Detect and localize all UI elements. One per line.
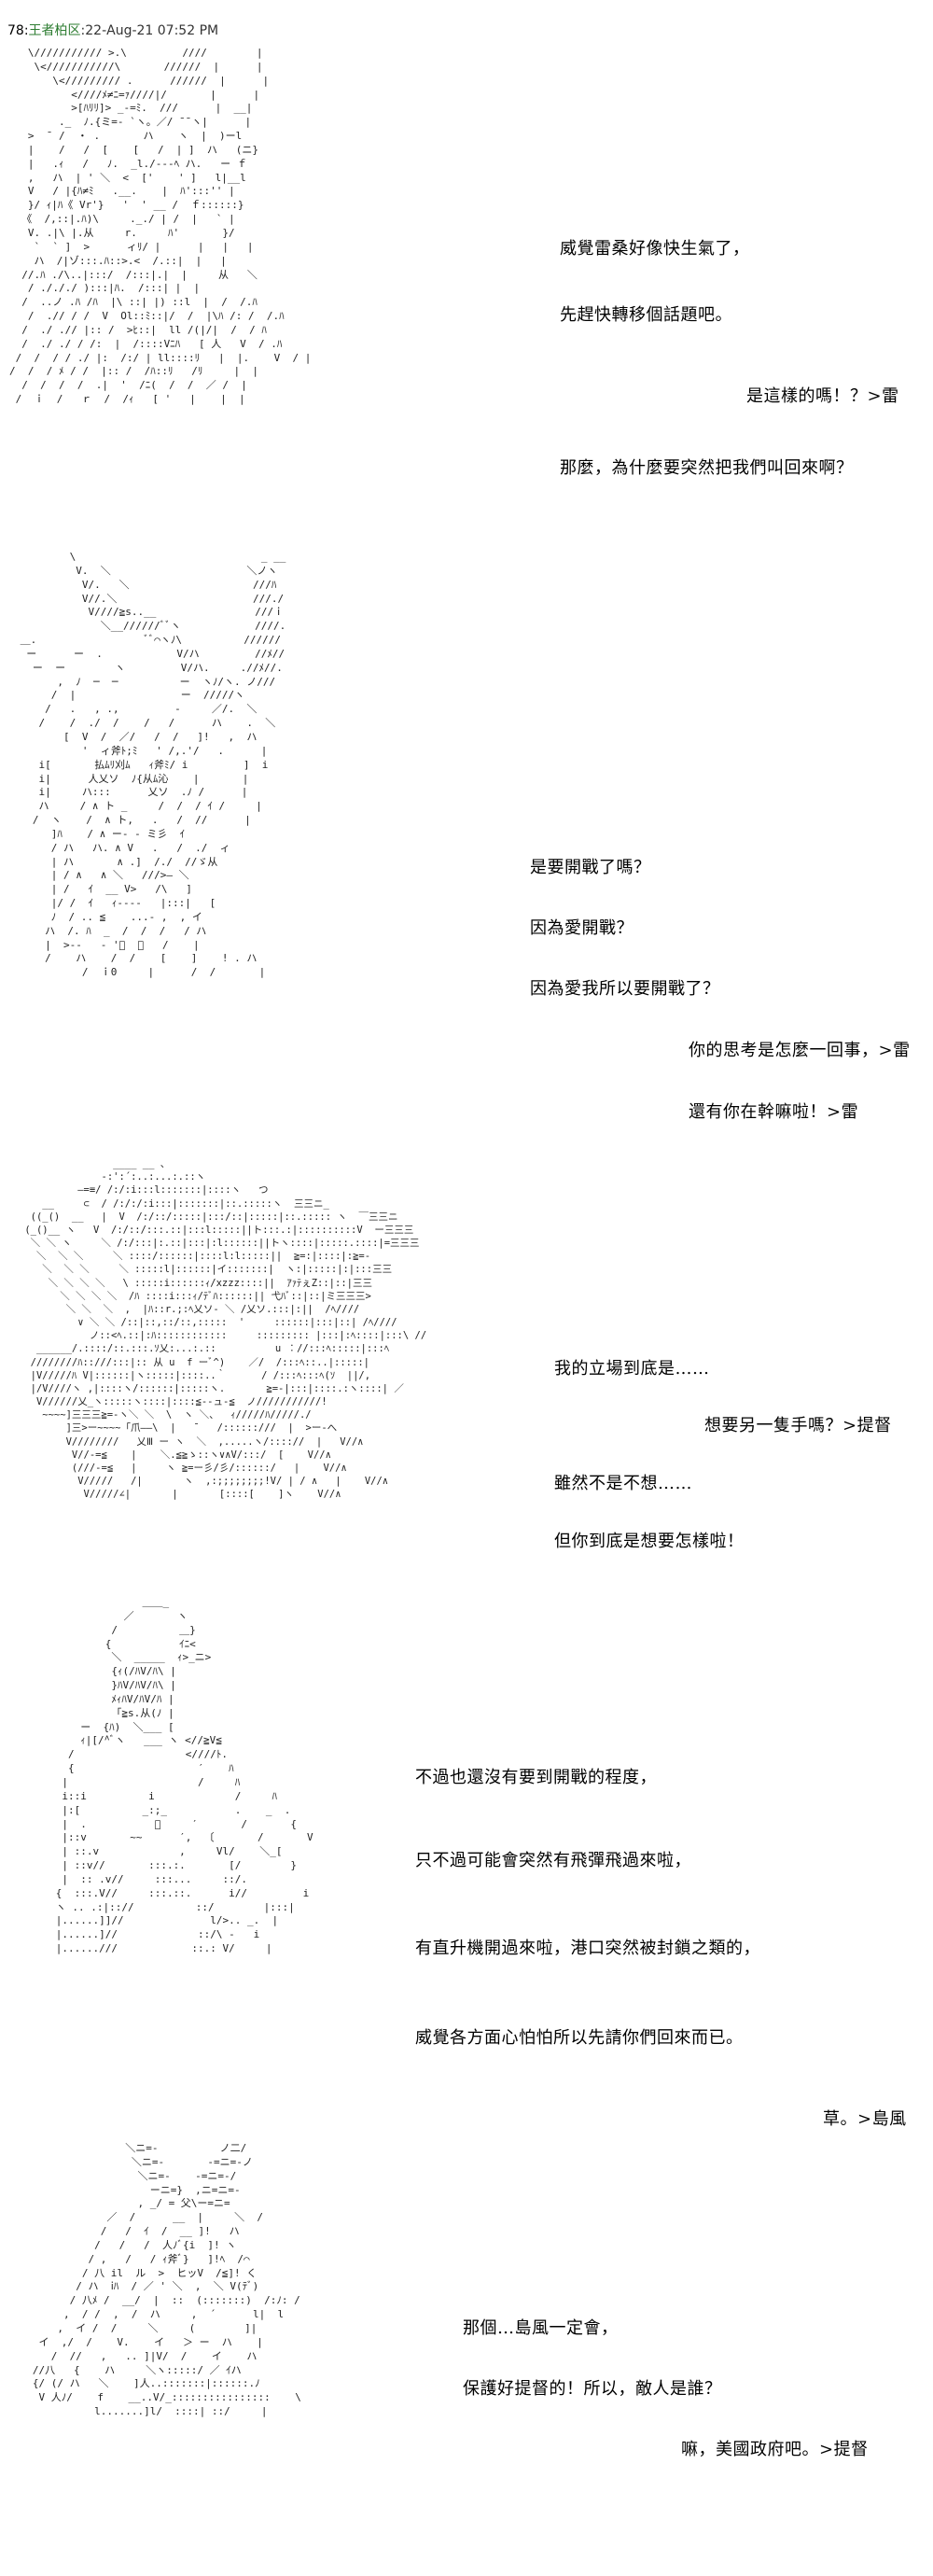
dialogue-line: 是這樣的嗎！？>雷 — [746, 386, 899, 406]
ascii-art-figure-4: ＿＿_ ／ ヽ / ＿} { ｲﾆ< ＼ _____ ｨ>_ニ> {ｨ(/ﾊV/… — [55, 1596, 313, 1955]
post-header: 78:王者柏区:22-Aug-21 07:52 PM — [7, 21, 218, 39]
dialogue-line: 有直升機開過來啦，港口突然被封鎖之類的， — [415, 1939, 760, 1958]
dialogue-line: 只不過可能會突然有飛彈飛過來啦， — [415, 1851, 691, 1870]
ascii-art-figure-3: ____ __ 、 -:':´:..:...:.::ヽ ―=≡/ /:/:i::… — [24, 1158, 427, 1501]
dialogue-line: 嘛，美國政府吧。>提督 — [681, 2440, 869, 2459]
dialogue-line: 保護好提督的！所以，敵人是誰？ — [463, 2379, 722, 2399]
dialogue-line: 想要另一隻手嗎？>提督 — [704, 1416, 892, 1435]
post-timestamp: :22-Aug-21 07:52 PM — [80, 23, 219, 38]
dialogue-line: 威覺雷桑好像快生氣了， — [560, 239, 750, 259]
ascii-art-figure-2: \ _ __ V. ＼ ＼ノヽ V/. ＼ ///ﾊ V//.＼ ///./ V… — [20, 551, 286, 979]
dialogue-line: 是要開戰了嗎？ — [530, 858, 651, 877]
poster-name[interactable]: 王者柏区 — [28, 23, 81, 38]
dialogue-line: 雖然不是不想…… — [554, 1474, 692, 1493]
panel-1: \/////////// >.\ //// | \<///////////\ /… — [0, 0, 933, 541]
dialogue-line: 威覺各方面心怕怕所以先請你們回來而已。 — [415, 2028, 744, 2048]
dialogue-line: 還有你在幹嘛啦！>雷 — [689, 1102, 859, 1122]
dialogue-line: 先趕快轉移個話題吧。 — [560, 305, 732, 325]
ascii-art-figure-5: ＼ニ=- ノ二/ ＼ニ=- -=ニ=-ノ ＼ニ=- -=ニ=-/ ーニ=} ,ニ… — [32, 2142, 301, 2418]
dialogue-line: 我的立場到底是…… — [554, 1359, 710, 1379]
dialogue-line: 你的思考是怎麼一回事，>雷 — [689, 1041, 911, 1060]
dialogue-line: 因為愛我所以要開戰了？ — [530, 979, 720, 999]
panel-2: \ _ __ V. ＼ ＼ノヽ V/. ＼ ///ﾊ V//.＼ ///./ V… — [0, 541, 933, 1157]
panel-3: ____ __ 、 -:':´:..:...:.::ヽ ―=≡/ /:/:i::… — [0, 1157, 933, 1587]
post-number: 78: — [7, 23, 29, 38]
panel-5: ＼ニ=- ノ二/ ＼ニ=- -=ニ=-ノ ＼ニ=- -=ニ=-/ ーニ=} ,ニ… — [0, 2137, 933, 2576]
dialogue-line: 不過也還沒有要到開戰的程度， — [415, 1768, 657, 1787]
dialogue-line: 那麼，為什麼要突然把我們叫回來啊？ — [560, 458, 854, 478]
ascii-art-figure-1: \/////////// >.\ //// | \<///////////\ /… — [9, 47, 312, 406]
dialogue-line: 那個…島風一定會， — [463, 2318, 619, 2338]
panel-4: ＿＿_ ／ ヽ / ＿} { ｲﾆ< ＼ _____ ｨ>_ニ> {ｨ(/ﾊV/… — [0, 1587, 933, 2137]
dialogue-line: 但你到底是想要怎樣啦！ — [554, 1532, 745, 1551]
dialogue-line: 草。>島風 — [823, 2109, 907, 2129]
dialogue-line: 因為愛開戰？ — [530, 918, 634, 938]
